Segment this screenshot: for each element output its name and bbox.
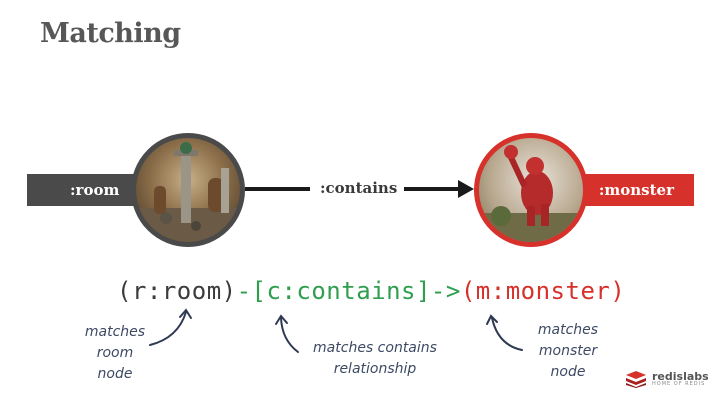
redislabs-logo: redislabs HOME OF REDIS — [625, 370, 709, 388]
edge-label: :contains — [320, 179, 398, 197]
monster-annotation: matches monster node — [528, 320, 608, 383]
query-relationship-part: -[c:contains]-> — [236, 277, 461, 305]
room-node-label: :room — [70, 181, 120, 199]
query-monster-part: (m:monster) — [460, 277, 626, 305]
monster-annotation-line-1: matches — [537, 322, 599, 338]
relationship-annotation: matches contains relationship — [295, 338, 455, 380]
query-room-part: (r:room) — [117, 277, 237, 305]
room-annotation-line-1: matches — [84, 324, 146, 340]
logo-name: redislabs — [652, 370, 709, 383]
monster-node-label: :monster — [598, 181, 674, 199]
relationship-annotation-line-2: relationship — [333, 361, 417, 377]
monster-annotation-line-2: monster — [538, 343, 598, 359]
logo-tagline: HOME OF REDIS — [652, 381, 706, 387]
redis-cube-icon — [626, 371, 646, 388]
monster-annotation-line-3: node — [550, 364, 586, 380]
slide-title: Matching — [40, 18, 181, 49]
room-annotation-line-2: room — [96, 345, 134, 361]
relationship-annotation-line-1: matches contains — [313, 340, 437, 356]
cypher-query: (r:room)-[c:contains]->(m:monster) — [117, 277, 625, 305]
room-annotation-line-3: node — [97, 366, 133, 382]
room-annotation: matches room node — [80, 322, 150, 385]
